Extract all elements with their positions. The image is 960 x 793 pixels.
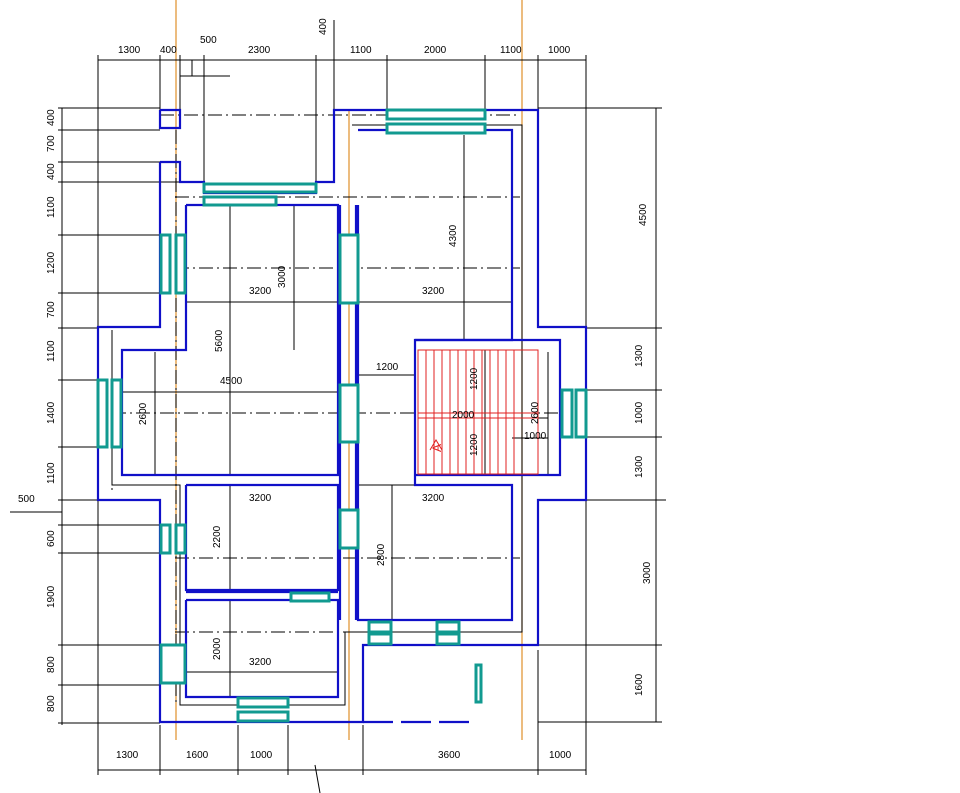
dim-label: 1200 [376, 362, 399, 373]
dim-label: 3200 [422, 493, 445, 504]
dim-label: 500 [18, 494, 35, 505]
dim-label: 2600 [138, 402, 149, 425]
dim-label: 1300 [116, 750, 139, 761]
dim-label: 700 [46, 301, 57, 318]
dimension-labels: 1300 400 500 2300 400 1100 2000 1100 100… [18, 18, 653, 761]
dim-label: 2600 [530, 401, 541, 424]
dim-label: 1000 [548, 45, 571, 56]
dim-label: 1300 [634, 455, 645, 478]
dim-label: 1000 [250, 750, 273, 761]
dim-label: 1600 [186, 750, 209, 761]
dim-label: 1300 [118, 45, 141, 56]
dim-label: 2000 [424, 45, 447, 56]
dim-label: 2000 [452, 410, 475, 421]
dim-label: 400 [160, 45, 177, 56]
dim-label: 2000 [212, 637, 223, 660]
dim-label: 4500 [220, 376, 243, 387]
dim-label: 800 [46, 656, 57, 673]
dim-label: 5600 [214, 329, 225, 352]
dim-label: 700 [46, 135, 57, 152]
dim-label: 3000 [277, 265, 288, 288]
dim-label: 1100 [46, 340, 57, 362]
dim-label: 1300 [634, 344, 645, 367]
dimension-lines [10, 20, 666, 793]
dim-label: 1000 [549, 750, 572, 761]
dim-label: 1200 [46, 251, 57, 274]
section-mark-label: A [430, 444, 444, 452]
dim-label: 2800 [376, 543, 387, 566]
dim-label: 3200 [249, 493, 272, 504]
dim-label: 1600 [634, 673, 645, 696]
dim-label: 4500 [638, 203, 649, 226]
dim-label: 3200 [422, 286, 445, 297]
dim-label: 3600 [438, 750, 461, 761]
dim-label: 3200 [249, 657, 272, 668]
dim-label: 500 [200, 35, 217, 46]
dim-label: 1400 [46, 401, 57, 424]
dim-label: 1000 [634, 401, 645, 424]
windows [96, 108, 588, 723]
dim-label: 2200 [212, 525, 223, 548]
dim-label: 400 [46, 163, 57, 180]
dim-label: 1200 [469, 367, 480, 390]
dim-label: 3000 [642, 561, 653, 584]
dim-label: 1100 [350, 45, 372, 56]
dim-label: 400 [318, 18, 329, 35]
dim-label: 600 [46, 530, 57, 547]
dim-label: 400 [46, 109, 57, 126]
dim-label: 1200 [469, 433, 480, 456]
dim-label: 2300 [248, 45, 271, 56]
dim-label: 1100 [500, 45, 522, 56]
dim-label: 1100 [46, 196, 57, 218]
dim-label: 4300 [448, 224, 459, 247]
staircase [417, 349, 539, 475]
dim-label: 1100 [46, 462, 57, 484]
centre-axis-lines [111, 114, 560, 705]
dim-label: 3200 [249, 286, 272, 297]
exterior-wall-outline [158, 108, 182, 130]
dim-label: 1900 [46, 585, 57, 608]
dim-label: 1000 [524, 431, 547, 442]
dim-label: 800 [46, 695, 57, 712]
